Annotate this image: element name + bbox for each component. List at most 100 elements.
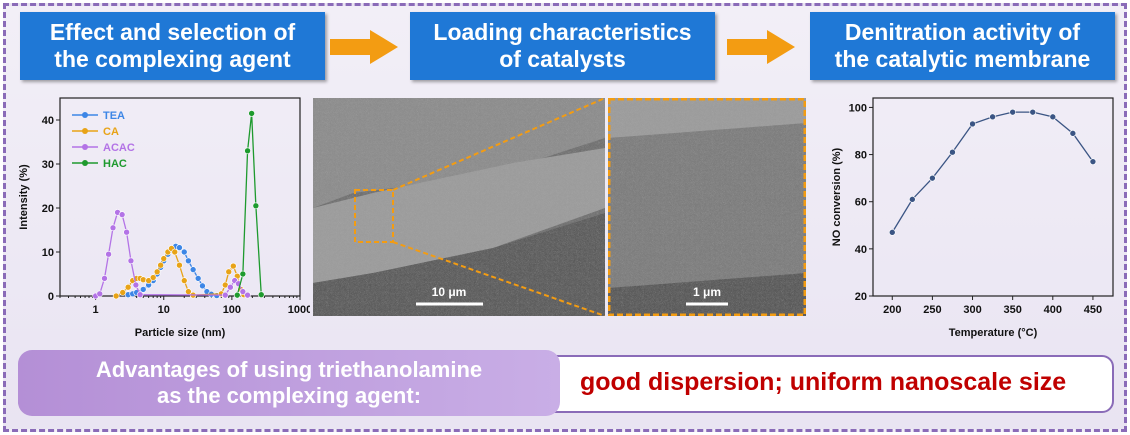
data-point: [1069, 130, 1077, 137]
data-point: [123, 228, 130, 236]
no-conversion-chart: 200 250 300 350 400 450 20 40 60 80 100Temperature…: [831, 97, 1114, 339]
data-point: [112, 292, 120, 300]
data-point: [136, 291, 144, 298]
advantages-label: Advantages of using triethanolamine as t…: [18, 350, 560, 416]
data-point: [929, 174, 936, 182]
arrow-right-icon: [330, 30, 398, 64]
y-tick-label: 20: [855, 291, 867, 303]
data-point: [139, 286, 147, 293]
data-point: [233, 291, 241, 299]
y-tick-label: 40: [42, 115, 54, 127]
scale-bar-main: 10 μm: [432, 285, 467, 299]
data-point: [96, 290, 104, 298]
data-point: [199, 282, 206, 290]
data-point: [239, 270, 247, 278]
x-tick-label: 1: [93, 304, 99, 316]
data-point: [1089, 158, 1097, 165]
plot-frame: [59, 97, 301, 297]
data-point: [180, 277, 188, 284]
data-point: [1009, 108, 1016, 116]
data-point: [176, 261, 183, 269]
x-tick-label: 100: [223, 304, 241, 316]
data-point: [160, 255, 168, 262]
data-point: [909, 196, 916, 203]
y-tick-label: 0: [48, 291, 54, 303]
advantages-label-text: Advantages of using triethanolamine as t…: [95, 357, 483, 408]
x-tick-label: 450: [1084, 304, 1102, 316]
arrow-right-icon: [727, 30, 795, 64]
header-text: Effect and selection of the complexing a…: [49, 19, 296, 72]
data-point: [145, 277, 152, 284]
legend-marker: [82, 128, 88, 134]
y-tick-label: 30: [42, 159, 54, 171]
header-text: Loading characteristics of catalysts: [433, 19, 692, 72]
legend-label: HAC: [103, 158, 127, 170]
x-axis-label: Particle size (nm): [135, 327, 226, 339]
data-point: [257, 291, 265, 298]
data-point: [127, 257, 135, 265]
scale-bar-zoom: 1 μm: [693, 285, 721, 299]
y-tick-label: 100: [849, 102, 867, 114]
y-tick-label: 80: [855, 150, 867, 162]
data-point: [244, 291, 251, 299]
header-complexing-agent: Effect and selection of the complexing a…: [20, 12, 325, 80]
data-point: [989, 113, 996, 121]
y-axis-label: Intensity (%): [18, 164, 30, 230]
data-point: [176, 244, 183, 251]
data-point: [119, 289, 127, 296]
data-point: [153, 268, 161, 276]
data-point: [194, 275, 202, 282]
x-tick-label: 350: [1003, 304, 1021, 316]
advantages-highlight: good dispersion; uniform nanoscale size: [580, 368, 1067, 396]
sem-image-zoom: 1 μm: [608, 98, 806, 316]
data-point: [189, 266, 197, 273]
legend-marker: [82, 112, 88, 118]
data-point: [239, 288, 247, 295]
y-tick-label: 40: [855, 244, 867, 256]
x-tick-label: 200: [883, 304, 901, 316]
y-tick-label: 20: [42, 203, 54, 215]
plot-frame: [872, 97, 1114, 297]
legend-marker: [82, 160, 88, 166]
data-point: [109, 224, 117, 232]
x-tick-label: 1000: [288, 304, 310, 316]
data-point: [225, 268, 233, 276]
series-line-ca: [115, 247, 245, 297]
data-point: [949, 148, 956, 156]
y-tick-label: 60: [855, 197, 867, 209]
data-point: [244, 147, 251, 155]
data-point: [969, 120, 976, 128]
x-tick-label: 300: [963, 304, 981, 316]
data-point: [118, 211, 126, 218]
x-tick-label: 250: [923, 304, 941, 316]
legend-label: ACAC: [103, 142, 135, 154]
data-point: [221, 291, 229, 299]
x-tick-label: 400: [1044, 304, 1062, 316]
data-point: [888, 229, 896, 236]
data-point: [157, 261, 164, 269]
series-line-no-conversion: [891, 111, 1094, 233]
data-point: [227, 283, 234, 291]
data-point: [171, 248, 179, 256]
sem-image-main: 10 μm: [313, 98, 605, 316]
data-point: [230, 262, 237, 270]
data-point: [149, 274, 157, 281]
data-point: [185, 257, 192, 265]
data-point: [139, 276, 147, 284]
data-point: [248, 110, 255, 117]
series-line-hac: [236, 113, 262, 296]
header-text: Denitration activity of the catalytic me…: [834, 19, 1091, 72]
data-point: [1049, 113, 1057, 121]
data-point: [101, 275, 108, 282]
y-tick-label: 10: [42, 247, 54, 259]
legend-label: CA: [103, 126, 119, 138]
data-point: [180, 248, 188, 256]
data-point: [1029, 108, 1037, 116]
data-point: [252, 202, 260, 210]
x-tick-label: 10: [158, 304, 170, 316]
legend-marker: [82, 144, 88, 150]
x-axis-label: Temperature (°C): [949, 327, 1038, 339]
header-denitration: Denitration activity of the catalytic me…: [810, 12, 1115, 80]
y-axis-label: NO conversion (%): [831, 147, 843, 246]
